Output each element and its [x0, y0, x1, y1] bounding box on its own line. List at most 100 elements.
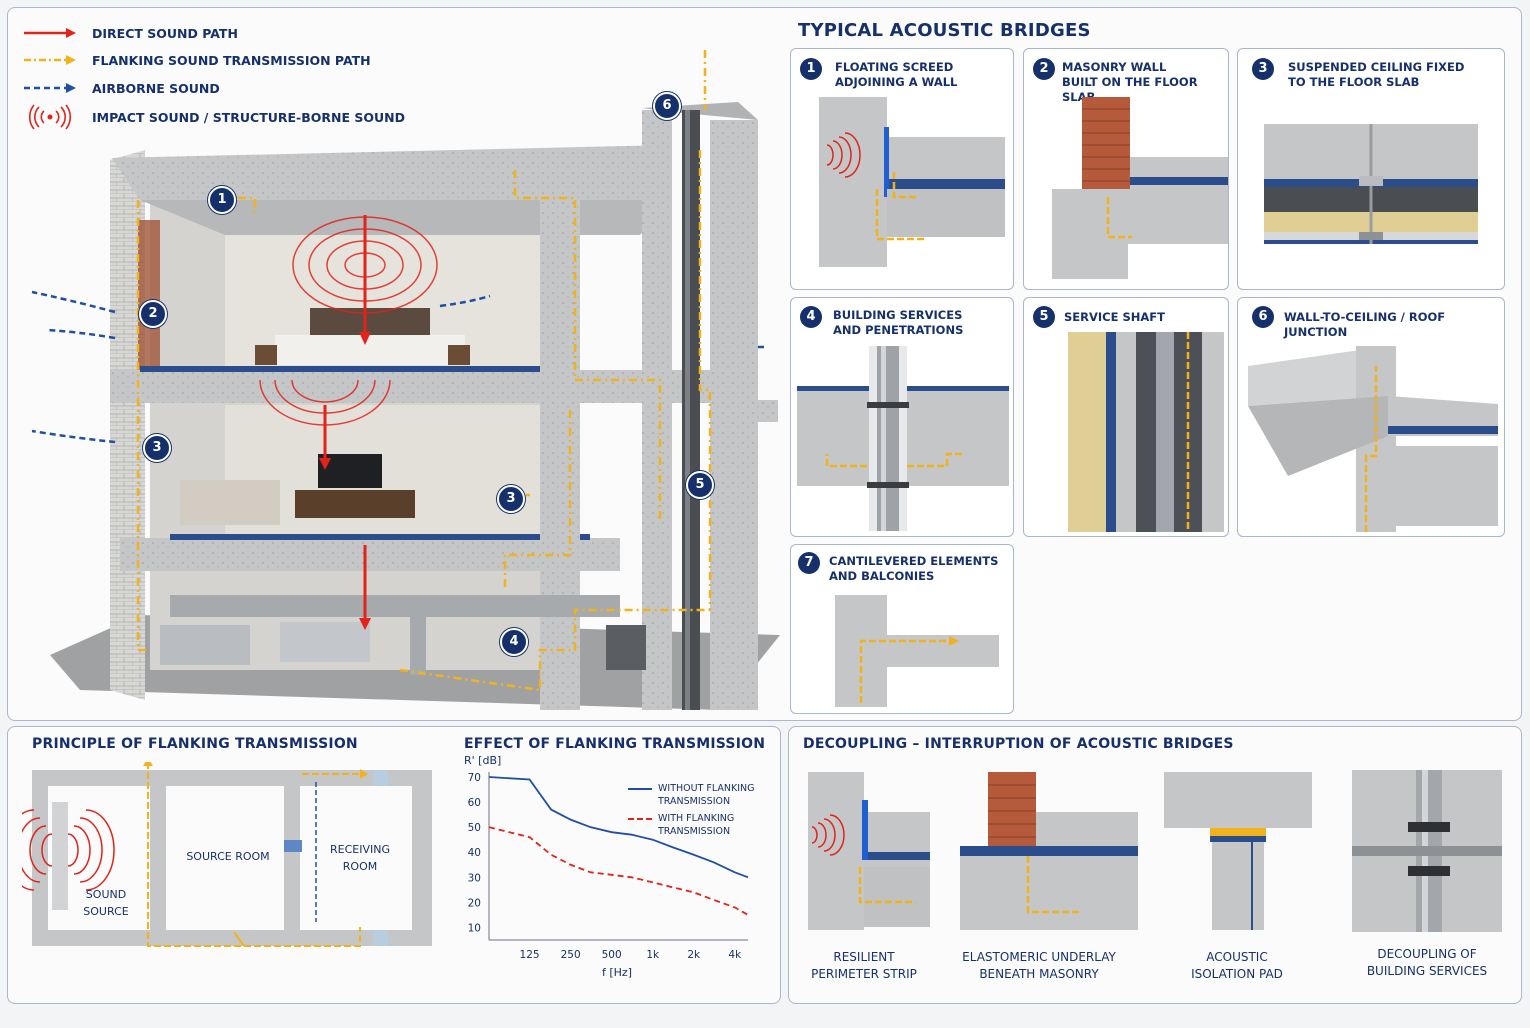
decoupling-label-3: ACOUSTIC ISOLATION PAD [1172, 949, 1302, 983]
card-title: WALL-TO-CEILING / ROOF JUNCTION [1284, 310, 1504, 340]
label-line: ROOM [342, 860, 378, 873]
card-number: 7 [798, 552, 820, 574]
card-number: 5 [1033, 306, 1055, 328]
card-title-line: BUILDING SERVICES [833, 308, 963, 322]
card-title: FLOATING SCREED ADJOINING A WALL [835, 60, 957, 90]
principle-diagram [22, 762, 432, 947]
suspended-ceiling-detail-illustration [1264, 124, 1478, 244]
card-number: 6 [1252, 306, 1274, 328]
bridge-card-5: 5 SERVICE SHAFT [1023, 297, 1229, 537]
card-number: 3 [1252, 58, 1274, 80]
principle-title: PRINCIPLE OF FLANKING TRANSMISSION [32, 736, 358, 752]
building-marker-5: 5 [686, 471, 714, 499]
label-line: RECEIVING [330, 843, 390, 856]
bridge-card-7: 7 CANTILEVERED ELEMENTS AND BALCONIES [790, 544, 1014, 714]
card-title-line: MASONRY WALL [1062, 60, 1167, 74]
x-tick-label: 250 [561, 949, 581, 961]
y-tick-label: 30 [468, 872, 481, 884]
decoupling-label-2: ELASTOMERIC UNDERLAY BENEATH MASONRY [955, 949, 1123, 983]
legend-line: WITHOUT FLANKING [658, 783, 755, 794]
card-title: CANTILEVERED ELEMENTS AND BALCONIES [829, 554, 998, 584]
label-line: ISOLATION PAD [1191, 967, 1283, 981]
masonry-wall-detail-illustration [1052, 97, 1228, 279]
label-line: DECOUPLING OF [1377, 947, 1477, 961]
card-title-line: SUSPENDED CEILING FIXED [1288, 60, 1465, 74]
legend-label: FLANKING SOUND TRANSMISSION PATH [92, 52, 371, 68]
building-marker-6: 6 [653, 92, 681, 120]
y-tick-label: 50 [468, 822, 481, 834]
label-line: BENEATH MASONRY [979, 967, 1099, 981]
chart-xlabel: f [Hz] [602, 966, 632, 979]
y-tick-label: 60 [468, 797, 481, 809]
card-number: 4 [800, 306, 822, 328]
card-title: MASONRY WALL BUILT ON THE FLOOR SLAB [1062, 60, 1228, 105]
legend-label: AIRBORNE SOUND [92, 80, 220, 96]
card-number: 2 [1033, 58, 1055, 80]
series-line-without-flanking [488, 776, 749, 879]
building-services-detail-illustration [797, 346, 1009, 531]
chart-legend: WITHOUT FLANKING TRANSMISSION WITH FLANK… [628, 782, 754, 838]
x-tick-label: 1k [646, 949, 660, 961]
label-line: ACOUSTIC [1206, 950, 1268, 964]
legend-line: WITH FLANKING [658, 813, 735, 824]
bridge-card-6: 6 WALL-TO-CEILING / ROOF JUNCTION [1237, 297, 1505, 537]
x-tick-label: 2k [687, 949, 701, 961]
card-title: SERVICE SHAFT [1064, 310, 1165, 325]
y-tick-label: 40 [468, 847, 481, 859]
label-line: ELASTOMERIC UNDERLAY [962, 950, 1116, 964]
effect-title: EFFECT OF FLANKING TRANSMISSION [464, 736, 766, 752]
legend-without: WITHOUT FLANKING TRANSMISSION [628, 782, 754, 808]
floating-screed-detail-illustration [819, 97, 1005, 267]
decoupling-title: DECOUPLING – INTERRUPTION OF ACOUSTIC BR… [803, 736, 1234, 752]
isolation-pad-illustration [1164, 772, 1312, 930]
card-title: BUILDING SERVICES AND PENETRATIONS [833, 308, 963, 338]
red-arrow-icon [24, 28, 76, 38]
card-title-line: SERVICE SHAFT [1064, 310, 1165, 324]
chart-ylabel: R' [dB] [464, 754, 502, 767]
building-marker-1: 1 [208, 186, 236, 214]
building-marker-3: 3 [143, 434, 171, 462]
decoupling-label-1: RESILIENT PERIMETER STRIP [800, 949, 928, 983]
building-marker-2: 2 [139, 300, 167, 328]
cantilever-detail-illustration [835, 595, 999, 707]
label-line: PERIMETER STRIP [811, 967, 917, 981]
building-cutaway-illustration [31, 50, 780, 710]
blue-dashed-arrow-icon [24, 83, 76, 93]
x-tick-label: 4k [728, 949, 742, 961]
legend-item-airborne: AIRBORNE SOUND [22, 77, 220, 99]
legend-item-direct: DIRECT SOUND PATH [22, 22, 238, 44]
card-title-line: AND PENETRATIONS [833, 323, 964, 337]
bridge-card-2: 2 MASONRY WALL BUILT ON THE FLOOR SLAB [1023, 48, 1229, 290]
bridge-card-4: 4 BUILDING SERVICES AND PENETRATIONS [790, 297, 1014, 537]
service-shaft-detail-illustration [1068, 332, 1224, 532]
roof-junction-detail-illustration [1248, 346, 1498, 532]
source-room-label: SOURCE ROOM [186, 850, 270, 863]
card-number: 1 [800, 58, 822, 80]
card-title-line: WALL-TO-CEILING / ROOF JUNCTION [1284, 310, 1446, 339]
y-tick-label: 70 [468, 772, 481, 784]
x-tick-label: 125 [520, 949, 540, 961]
card-title: SUSPENDED CEILING FIXED TO THE FLOOR SLA… [1288, 60, 1464, 90]
decoupled-services-illustration [1352, 770, 1502, 932]
card-title-line: ADJOINING A WALL [835, 75, 958, 89]
building-marker-3-inner: 3 [497, 485, 525, 513]
y-tick-label: 10 [468, 922, 481, 934]
card-title-line: TO THE FLOOR SLAB [1288, 75, 1420, 89]
legend-label: IMPACT SOUND / STRUCTURE-BORNE SOUND [92, 109, 405, 125]
legend-item-impact: IMPACT SOUND / STRUCTURE-BORNE SOUND [22, 104, 405, 130]
legend-swatch-red [628, 818, 652, 820]
building-marker-4: 4 [500, 628, 528, 656]
bridge-card-1: 1 FLOATING SCREED ADJOINING A WALL [790, 48, 1014, 290]
sound-source-label: SOUND SOURCE [76, 886, 136, 920]
label-line: SOUND [85, 888, 127, 901]
card-title-line: FLOATING SCREED [835, 60, 954, 74]
legend-swatch-blue [628, 788, 652, 790]
yellow-dashed-arrow-icon [24, 55, 76, 65]
bridges-title: TYPICAL ACOUSTIC BRIDGES [798, 20, 1091, 41]
resilient-strip-illustration [808, 772, 930, 930]
label-line: SOURCE [83, 905, 129, 918]
series-line-with-flanking [488, 826, 749, 916]
label-line: RESILIENT [833, 950, 895, 964]
x-tick-label: 500 [602, 949, 622, 961]
